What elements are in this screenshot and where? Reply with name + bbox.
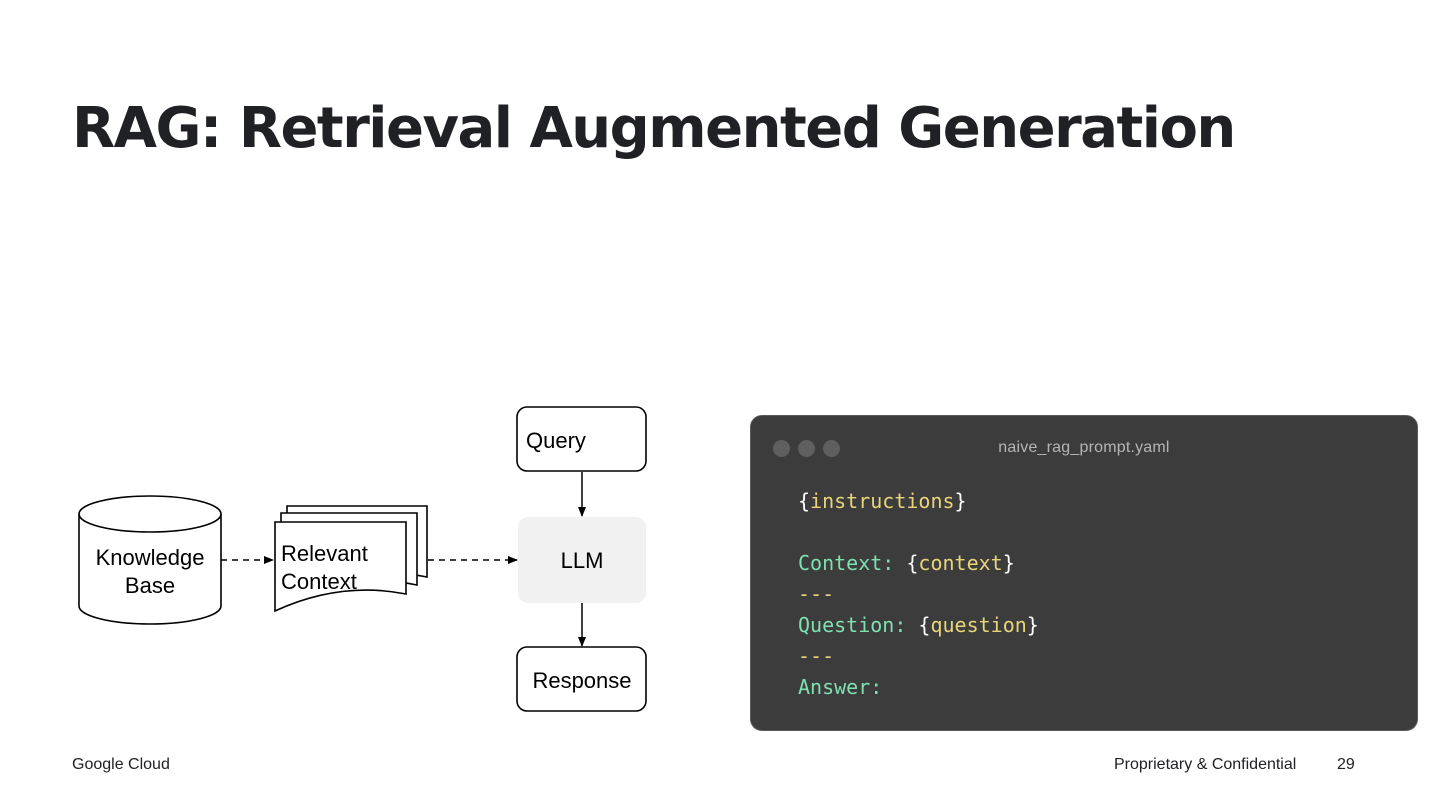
rag-diagram: Knowledge Base Relevant Context Query LL…	[78, 406, 647, 712]
response-label: Response	[532, 668, 631, 693]
code-line-question: Question: {question}	[798, 613, 1039, 637]
knowledge-base-label-line1: Knowledge	[96, 545, 205, 570]
code-line-separator-2: ---	[798, 641, 1039, 672]
code-line-separator-1: ---	[798, 579, 1039, 610]
relevant-context-node: Relevant Context	[274, 505, 428, 613]
window-controls	[773, 440, 840, 457]
window-close-dot[interactable]	[773, 440, 790, 457]
code-line-context: Context: {context}	[798, 551, 1015, 575]
knowledge-base-node: Knowledge Base	[78, 495, 222, 625]
window-minimize-dot[interactable]	[798, 440, 815, 457]
code-window: naive_rag_prompt.yaml {instructions} Con…	[750, 415, 1418, 731]
llm-node: LLM	[518, 517, 646, 603]
query-label: Query	[526, 428, 586, 453]
answer-key: Answer:	[798, 675, 883, 699]
code-line-instructions: {instructions}	[798, 489, 967, 513]
code-block: {instructions} Context: {context} --- Qu…	[798, 486, 1039, 703]
relevant-context-label-line1: Relevant	[281, 541, 368, 566]
footer-confidential: Proprietary & Confidential	[1114, 756, 1297, 773]
knowledge-base-label-line2: Base	[125, 573, 175, 598]
code-filename: naive_rag_prompt.yaml	[998, 439, 1170, 456]
question-key: Question:	[798, 613, 907, 637]
instructions-variable: instructions	[810, 489, 955, 513]
response-node: Response	[516, 646, 647, 712]
footer-brand: Google Cloud	[72, 756, 170, 773]
query-node: Query	[516, 406, 647, 472]
separator-2: ---	[798, 644, 835, 668]
llm-label: LLM	[561, 548, 604, 573]
separator-1: ---	[798, 582, 835, 606]
page-number: 29	[1337, 756, 1355, 773]
slide-title: RAG: Retrieval Augmented Generation	[72, 96, 1236, 161]
code-line-answer: Answer:	[798, 672, 1039, 703]
relevant-context-label-line2: Context	[281, 569, 357, 594]
context-key: Context:	[798, 551, 895, 575]
question-variable: question	[930, 613, 1027, 637]
context-variable: context	[918, 551, 1003, 575]
window-maximize-dot[interactable]	[823, 440, 840, 457]
code-line-blank	[798, 517, 1039, 548]
